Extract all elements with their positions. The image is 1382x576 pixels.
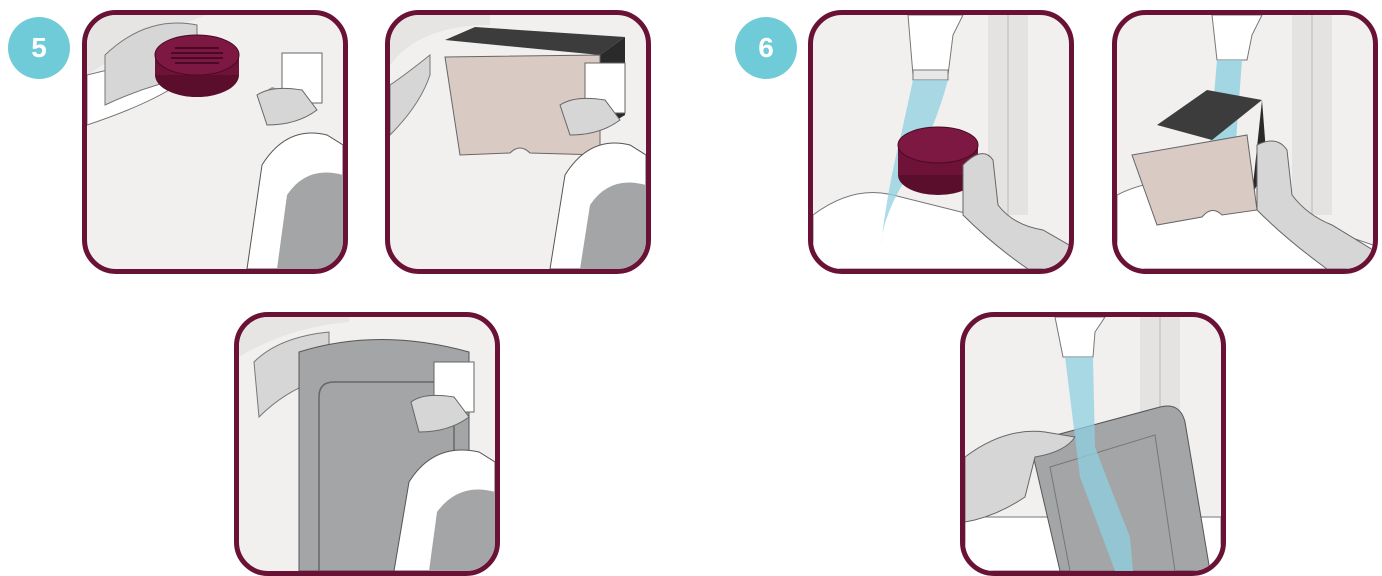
panel-rinse-tank	[960, 312, 1226, 576]
step-number: 6	[758, 32, 774, 64]
panel-spray-filter-cup	[82, 10, 348, 274]
spray-bottle-icon	[247, 53, 343, 269]
gloved-hand-icon	[390, 55, 430, 135]
illustration-rinse-filter-box	[1117, 15, 1373, 269]
illustration-rinse-filter-cup	[813, 15, 1069, 269]
panel-rinse-filter-box	[1112, 10, 1378, 274]
panel-spray-filter-box	[385, 10, 651, 274]
faucet-icon	[1055, 317, 1105, 357]
faucet-icon	[1212, 15, 1262, 60]
illustration-spray-tank	[239, 317, 495, 571]
faucet-icon	[908, 15, 963, 80]
step-6-badge: 6	[735, 17, 797, 79]
illustration-spray-filter-cup	[87, 15, 343, 269]
panel-spray-tank	[234, 312, 500, 576]
filter-cup-icon	[155, 35, 239, 97]
illustration-rinse-tank	[965, 317, 1221, 571]
panel-rinse-filter-cup	[808, 10, 1074, 274]
step-5-badge: 5	[8, 17, 70, 79]
illustration-spray-filter-box	[390, 15, 646, 269]
step-number: 5	[31, 32, 47, 64]
